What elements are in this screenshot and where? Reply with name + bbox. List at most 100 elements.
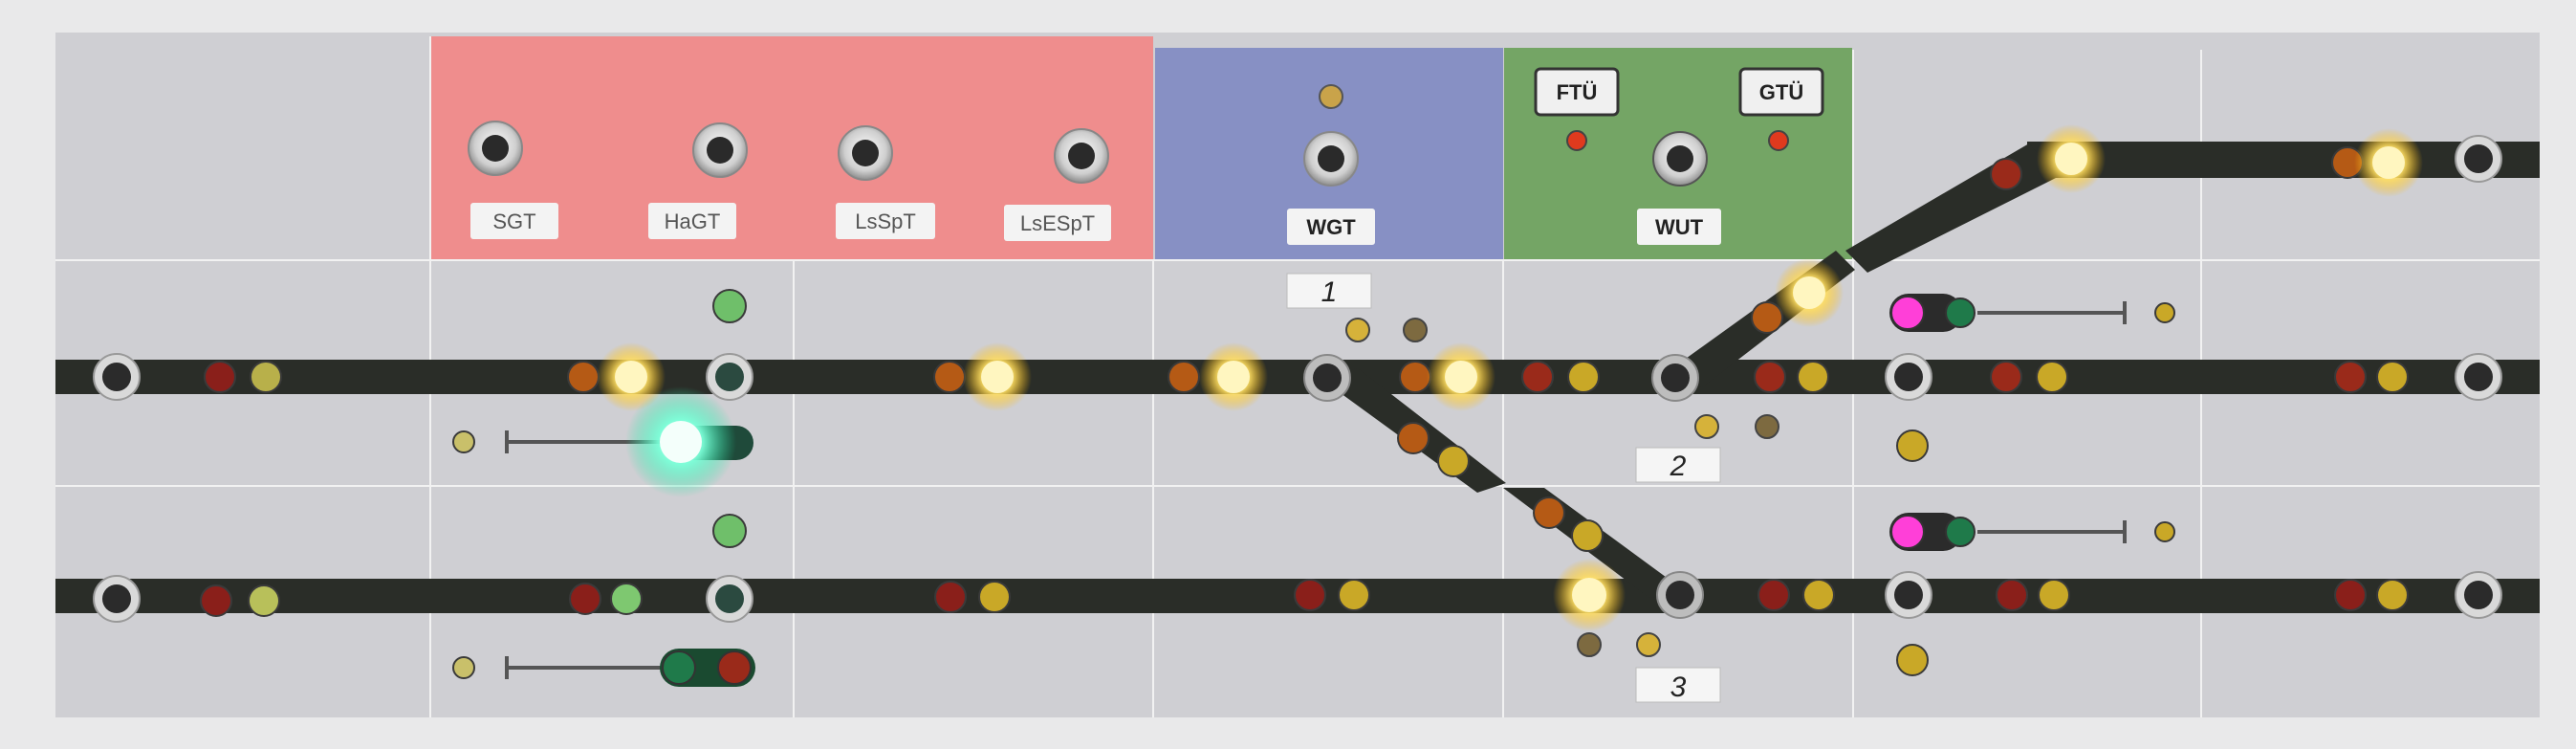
track-top — [2027, 142, 2540, 178]
switch-2-button[interactable] — [1651, 354, 1699, 402]
signal-lamp-yellow-small — [452, 656, 475, 679]
signal-lamp-red — [1990, 361, 2022, 393]
switch-2-lamp-left — [1694, 414, 1719, 439]
signal-lamp-green — [1945, 297, 1976, 328]
switch-2-lamp-right — [1755, 414, 1779, 439]
switch-number-1-text: 1 — [1321, 276, 1338, 308]
switch-3-lamp-right — [1636, 632, 1661, 657]
switch-3-button[interactable] — [1656, 571, 1704, 619]
signal-lamp-yellow — [1797, 361, 1829, 393]
signal-lamp-yellow — [2038, 579, 2070, 611]
track-button-1-hagt[interactable] — [706, 353, 753, 401]
signal-lamp-orange — [567, 361, 600, 393]
signal-lamp-red — [1757, 579, 1790, 611]
signal-lamp-green — [610, 583, 643, 615]
wgt-label: WGT — [1306, 215, 1356, 239]
ftu-label: FTÜ — [1557, 80, 1598, 104]
gtu-control[interactable]: GTÜ — [1738, 67, 1824, 151]
track-button-2-hagt[interactable] — [706, 575, 753, 623]
lsspt-knob-center — [852, 140, 879, 166]
ftu-control[interactable]: FTÜ — [1534, 67, 1620, 151]
lsespt-knob-center — [1068, 143, 1095, 169]
lit-yellow-lamp — [1199, 342, 1268, 411]
lit-yellow-lamp — [1553, 559, 1626, 631]
sgt-label-box — [470, 203, 558, 239]
signal-lamp-yellow-small — [2154, 302, 2175, 323]
signal-lamp-red — [1990, 158, 2022, 190]
lsspt-label: LsSpT — [855, 209, 916, 233]
signal-lamp-orange — [1751, 301, 1783, 334]
hagt-knob-center — [707, 137, 733, 164]
track-button-top-right[interactable] — [2455, 135, 2502, 183]
lit-yellow-lamp — [597, 342, 666, 411]
signal-lamp-red — [2334, 579, 2367, 611]
ftu-button[interactable] — [1534, 67, 1620, 117]
signal-lamp-yellow — [250, 361, 282, 393]
signal-lamp-red — [2334, 361, 2367, 393]
signal-lamp-yellow-small — [2154, 521, 2175, 542]
track-occupancy-indicator-lower-right — [1889, 513, 2127, 551]
lsspt-control[interactable]: LsSpT — [836, 125, 935, 239]
signal-lamp-yellow — [2376, 361, 2409, 393]
hagt-label: HaGT — [665, 209, 721, 233]
signal-lamp-red — [1521, 361, 1554, 393]
lsspt-label-box — [836, 203, 935, 239]
track-button-2-right-b[interactable] — [2455, 571, 2502, 619]
signal-lamps — [200, 146, 2409, 679]
signal-lamp-red — [1754, 361, 1786, 393]
signal-lamp-red — [200, 584, 232, 617]
wut-label-box — [1637, 209, 1721, 245]
signal-lamp-green — [712, 514, 747, 548]
lit-yellow-lamp — [1775, 258, 1844, 327]
sgt-control[interactable]: SGT — [468, 121, 558, 239]
lsespt-label: LsESpT — [1020, 211, 1095, 235]
gtu-label: GTÜ — [1759, 80, 1803, 104]
hagt-control[interactable]: HaGT — [648, 122, 748, 239]
switch-1-lamp-right — [1403, 318, 1428, 342]
wgt-knob-center — [1318, 145, 1344, 172]
gtu-indicator-lamp — [1768, 130, 1789, 151]
track-button-1-right-a[interactable] — [1885, 353, 1932, 401]
lit-yellow-lamp — [2354, 128, 2423, 197]
signal-lamp-yellow — [1567, 361, 1600, 393]
signal-lamp-yellow — [1437, 445, 1470, 477]
signal-lamp-yellow — [1896, 430, 1929, 462]
signal-lamp-red — [1996, 579, 2028, 611]
track-button-2-left[interactable] — [93, 575, 141, 623]
wgt-control[interactable]: WGT — [1287, 84, 1375, 245]
gtu-button[interactable] — [1738, 67, 1824, 117]
switch-number-1: 1 — [1286, 273, 1372, 309]
signal-lamp-yellow — [1338, 579, 1370, 611]
wut-knob-center — [1667, 145, 1693, 172]
switch-number-2: 2 — [1635, 447, 1721, 483]
signal-lamp-yellow — [1802, 579, 1835, 611]
hagt-label-box — [648, 203, 736, 239]
signal-lamp-red — [569, 583, 601, 615]
signal-lamp-yellow — [978, 581, 1011, 613]
wut-label: WUT — [1655, 215, 1704, 239]
signal-lamp-orange — [933, 361, 966, 393]
signal-lamp-red — [1294, 579, 1326, 611]
track-buttons[interactable] — [93, 135, 2502, 623]
signal-lamp-orange — [1168, 361, 1200, 393]
track-button-1-right-b[interactable] — [2455, 353, 2502, 401]
signal-lamp-orange — [1533, 496, 1565, 529]
lit-lamps — [597, 124, 2423, 631]
track-button-2-right-a[interactable] — [1885, 571, 1932, 619]
signal-lamp-orange — [1399, 361, 1431, 393]
wgt-label-box — [1287, 209, 1375, 245]
switch-number-2-text: 2 — [1670, 451, 1687, 482]
signal-lamp-pink — [1890, 296, 1925, 330]
signal-lamp-red — [934, 581, 967, 613]
signal-lamp-yellow — [248, 584, 280, 617]
lsespt-control[interactable]: LsESpT — [1004, 128, 1111, 241]
track-1 — [55, 360, 2540, 394]
signal-lamp-yellow — [2376, 579, 2409, 611]
wut-control[interactable]: WUT — [1637, 131, 1721, 245]
switch-1-button[interactable] — [1303, 354, 1351, 402]
switch-lamps — [1345, 318, 1779, 657]
ftu-indicator-lamp — [1566, 130, 1587, 151]
switch-1-lamp-left — [1345, 318, 1370, 342]
track-button-1-left[interactable] — [93, 353, 141, 401]
